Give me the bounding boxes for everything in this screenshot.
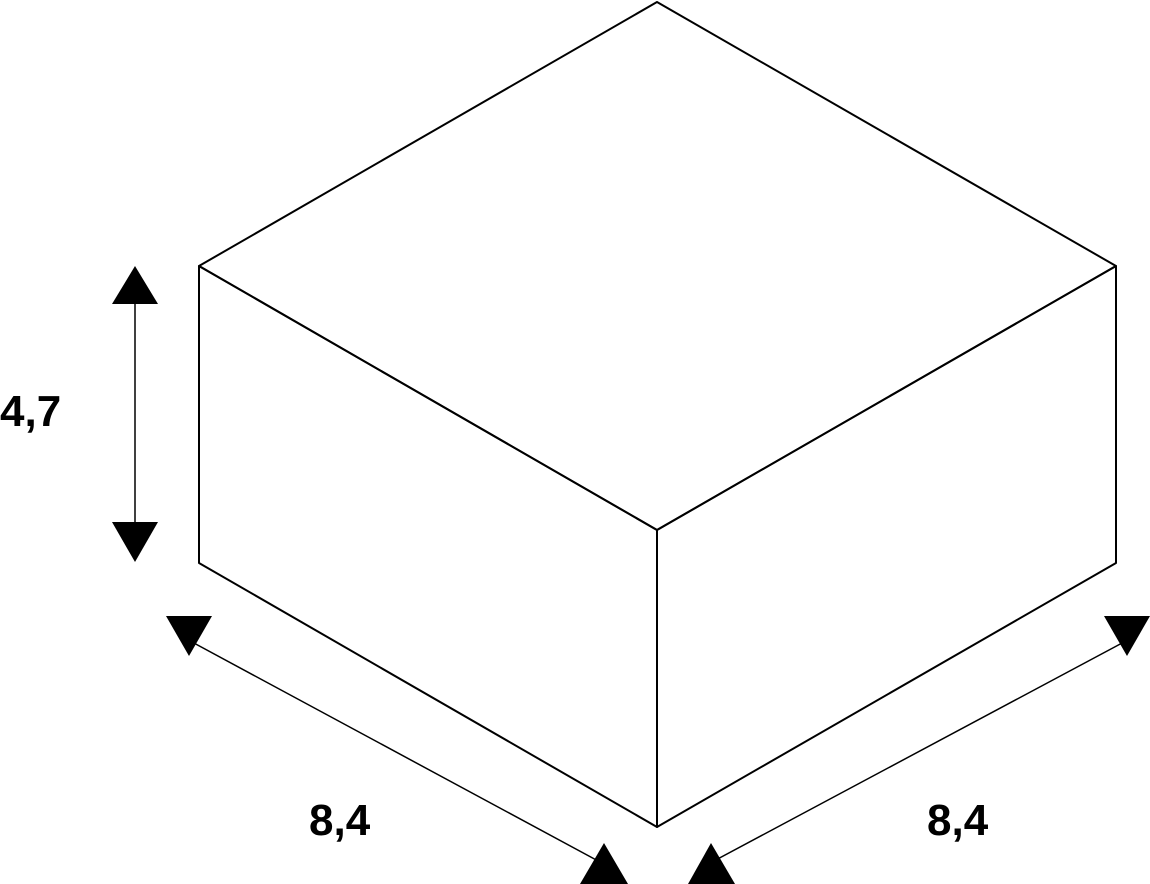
box-top-face xyxy=(198,1,1117,531)
depth-dimension-line xyxy=(191,641,601,863)
arrow-up-icon xyxy=(112,266,158,304)
width-label: 8,4 xyxy=(927,796,989,845)
box-right-face xyxy=(656,265,1117,828)
box-left-face xyxy=(198,265,658,828)
height-label: 4,7 xyxy=(0,387,62,436)
depth-label: 8,4 xyxy=(309,796,371,845)
arrow-down-icon xyxy=(166,616,212,656)
arrow-down-icon xyxy=(1104,616,1150,656)
arrow-down-icon xyxy=(112,522,158,562)
arrow-up-icon xyxy=(580,843,628,884)
arrow-up-icon xyxy=(688,843,735,884)
width-dimension-line xyxy=(711,641,1125,863)
